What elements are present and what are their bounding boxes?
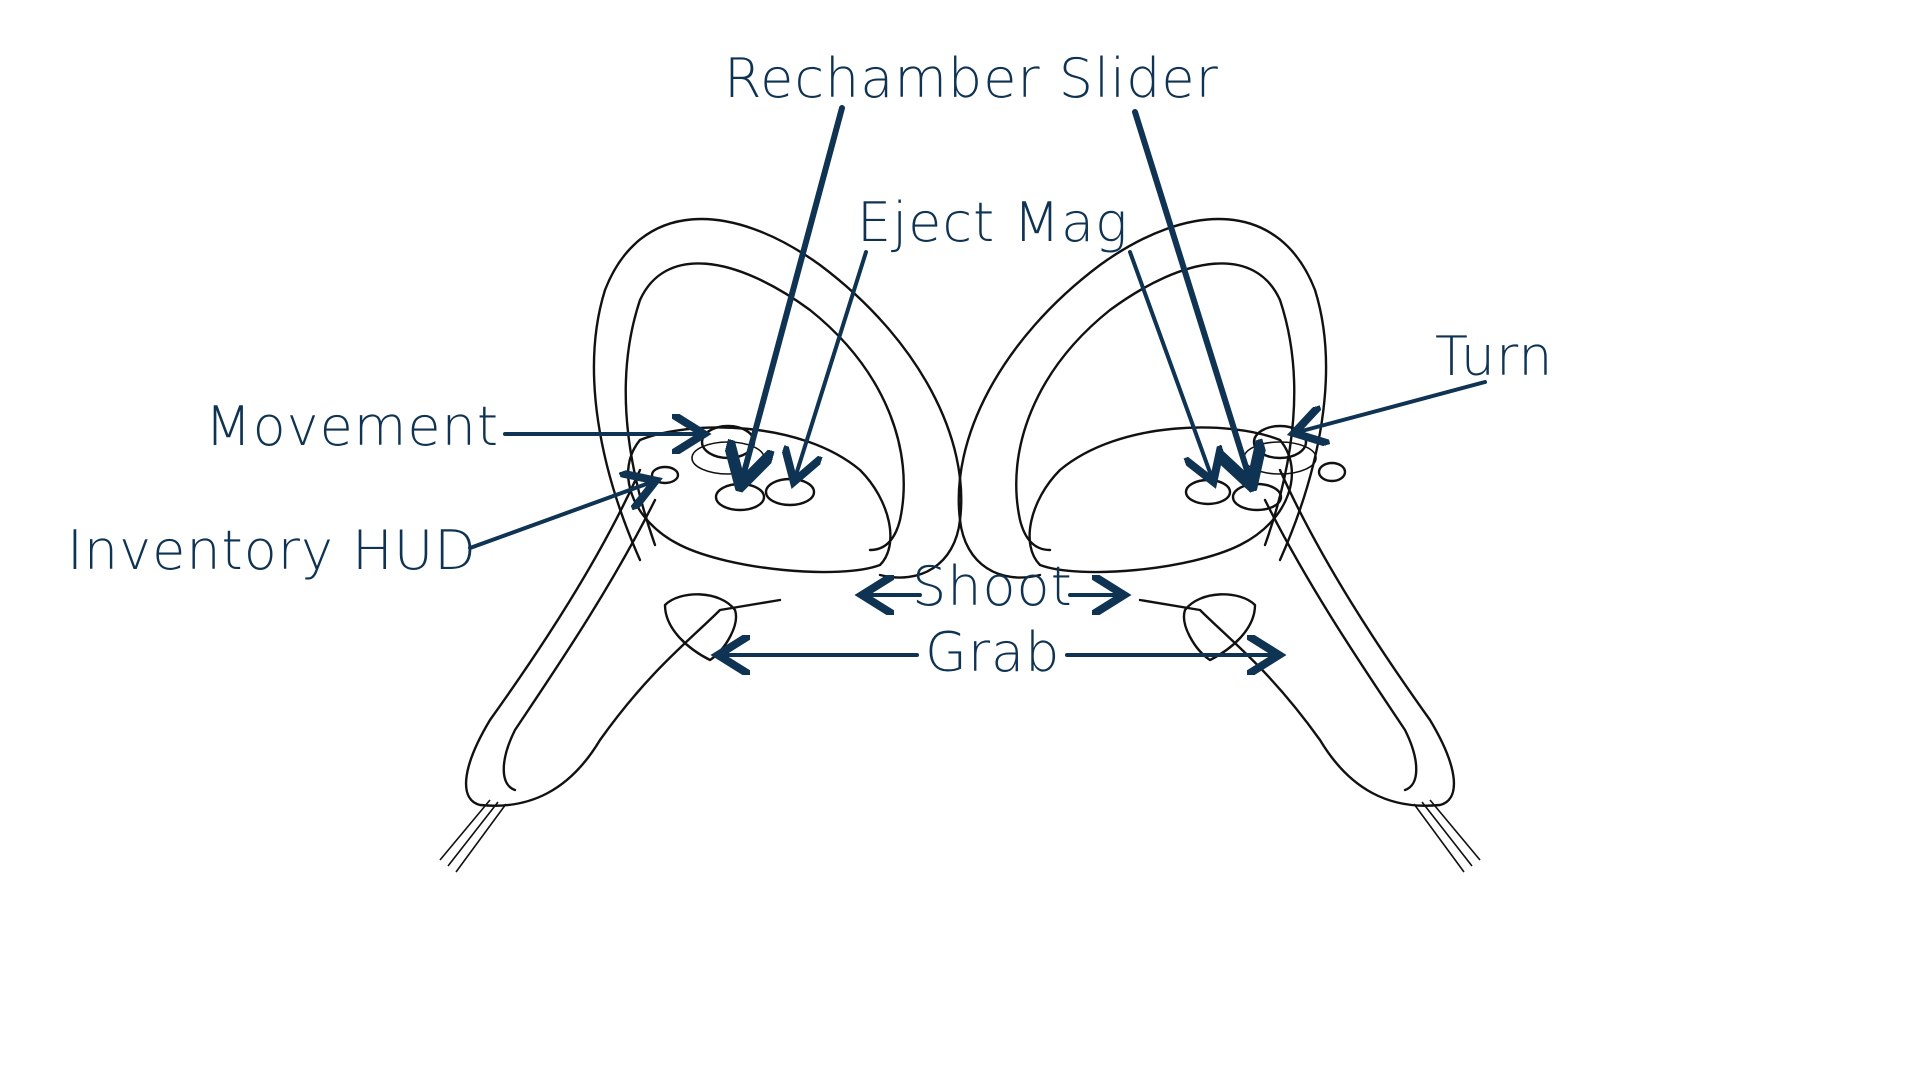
right-tracking-ring-inner (1015, 262, 1296, 552)
eject-mag-arrow-left (795, 250, 868, 478)
callout-arrows (468, 105, 1487, 655)
movement-label: Movement (205, 395, 500, 458)
left-y-button (764, 477, 816, 507)
rechamber-arrow-left (742, 105, 845, 480)
rechamber-slider-label: Rechamber Slider (724, 47, 1219, 110)
right-controller (957, 217, 1481, 873)
left-face-plate (626, 426, 892, 574)
eject-mag-arrow-right (1128, 250, 1212, 478)
turn-label: Turn (1435, 325, 1554, 388)
right-grab-trigger (1182, 593, 1257, 662)
inventory-hud-label: Inventory HUD (67, 519, 477, 582)
left-grab-trigger (663, 593, 738, 662)
left-tracking-ring-inner (624, 262, 905, 552)
right-tracking-ring (957, 217, 1328, 579)
left-controller (439, 217, 963, 873)
left-tracking-ring (592, 217, 963, 579)
right-oculus-button (1317, 461, 1347, 483)
eject-mag-label: Eject Mag (857, 191, 1129, 254)
turn-arrow (1298, 380, 1487, 432)
grab-label: Grab (925, 621, 1061, 684)
left-grip-inner (502, 498, 657, 792)
left-cable (439, 799, 507, 873)
rechamber-arrow-right (1132, 109, 1250, 480)
right-b-button (1184, 478, 1232, 506)
inventory-hud-arrow (468, 482, 652, 550)
left-x-button (714, 482, 766, 512)
right-grip (1138, 468, 1456, 807)
shoot-label: Shoot (912, 555, 1073, 618)
right-a-button (1231, 482, 1283, 512)
left-menu-button (650, 465, 680, 485)
right-grip-inner (1263, 498, 1418, 792)
left-grip (464, 468, 782, 807)
right-cable (1413, 799, 1481, 873)
right-face-plate (1028, 426, 1294, 574)
